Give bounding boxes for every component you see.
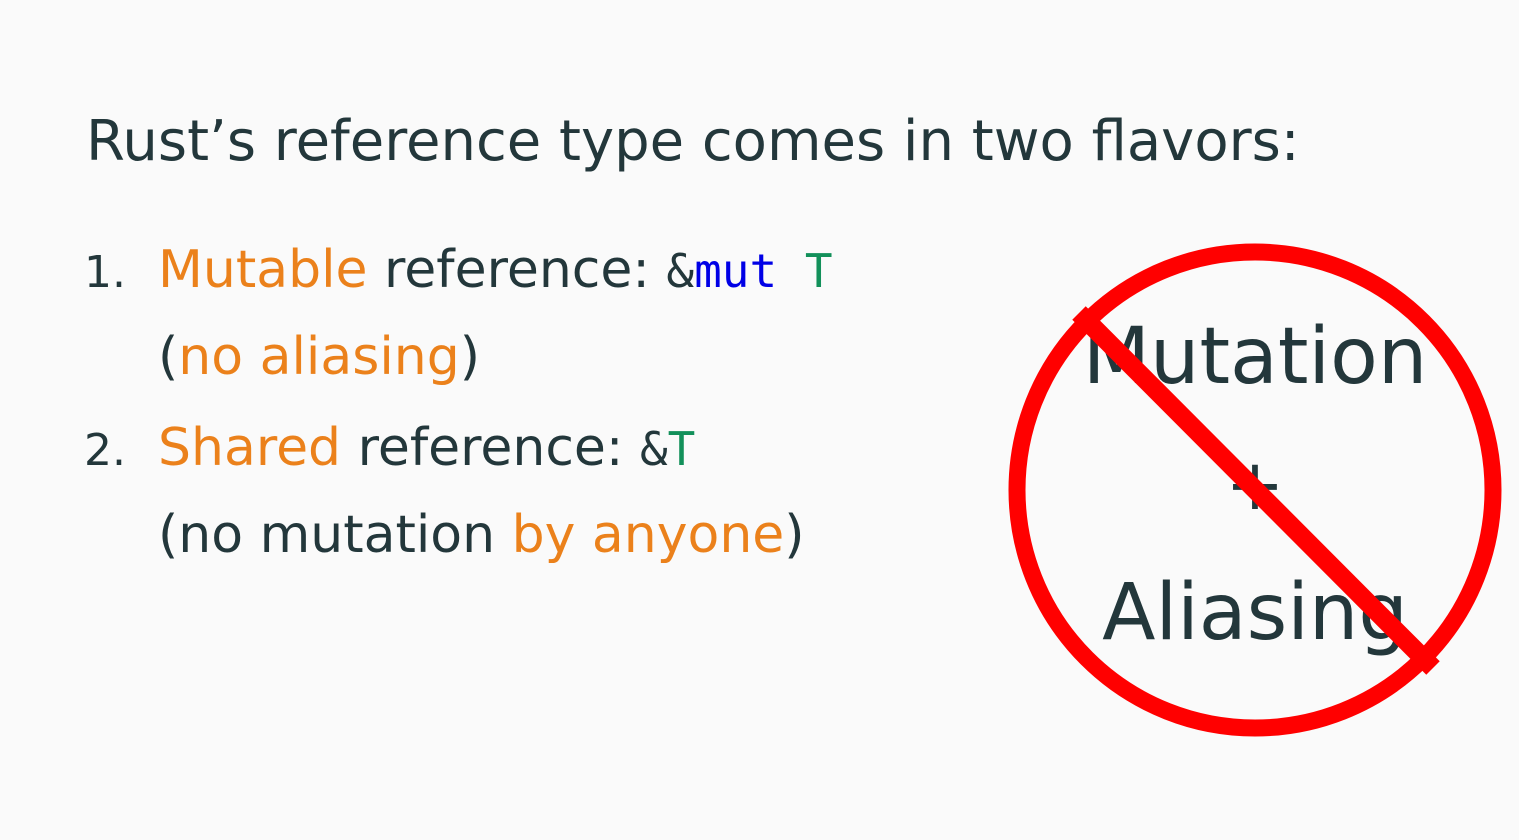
- list-item-line: 1. Mutable reference: &mut T: [84, 228, 833, 315]
- list-item-note: (no mutation by anyone): [84, 493, 805, 577]
- code-ampersand: &: [666, 244, 695, 298]
- list-item-shared-reference: 2. Shared reference: &T (no mutation by a…: [84, 406, 805, 577]
- code-snippet: &mut T: [666, 244, 832, 298]
- note-accent: no aliasing: [178, 327, 460, 387]
- reference-label: reference:: [341, 418, 640, 478]
- slide-title: Rust’s reference type comes in two flavo…: [86, 109, 1300, 174]
- code-type: T: [804, 244, 833, 298]
- note-close: ): [459, 327, 481, 387]
- note-open: (no mutation: [158, 505, 512, 565]
- code-snippet: &T: [640, 422, 695, 476]
- prohibition-circle: [1008, 243, 1502, 737]
- list-item-mutable-reference: 1. Mutable reference: &mut T (no aliasing…: [84, 228, 833, 399]
- note-close: ): [784, 505, 805, 565]
- reference-kind: Shared: [158, 418, 342, 478]
- list-number: 2.: [84, 425, 126, 476]
- prohibition-graphic: Mutation + Aliasing: [1005, 240, 1505, 740]
- code-keyword: mut: [694, 244, 778, 298]
- code-ampersand: &: [639, 422, 668, 476]
- list-item-note: (no aliasing): [84, 315, 833, 399]
- reference-label: reference:: [367, 240, 667, 300]
- prohibition-slash: [1072, 306, 1440, 675]
- note-accent: by anyone: [511, 505, 785, 565]
- prohibition-sign-icon: [1008, 243, 1502, 737]
- reference-kind: Mutable: [158, 240, 368, 300]
- note-open: (: [158, 327, 179, 387]
- list-item-line: 2. Shared reference: &T: [84, 406, 805, 493]
- code-type: T: [667, 422, 696, 476]
- list-number: 1.: [84, 247, 126, 298]
